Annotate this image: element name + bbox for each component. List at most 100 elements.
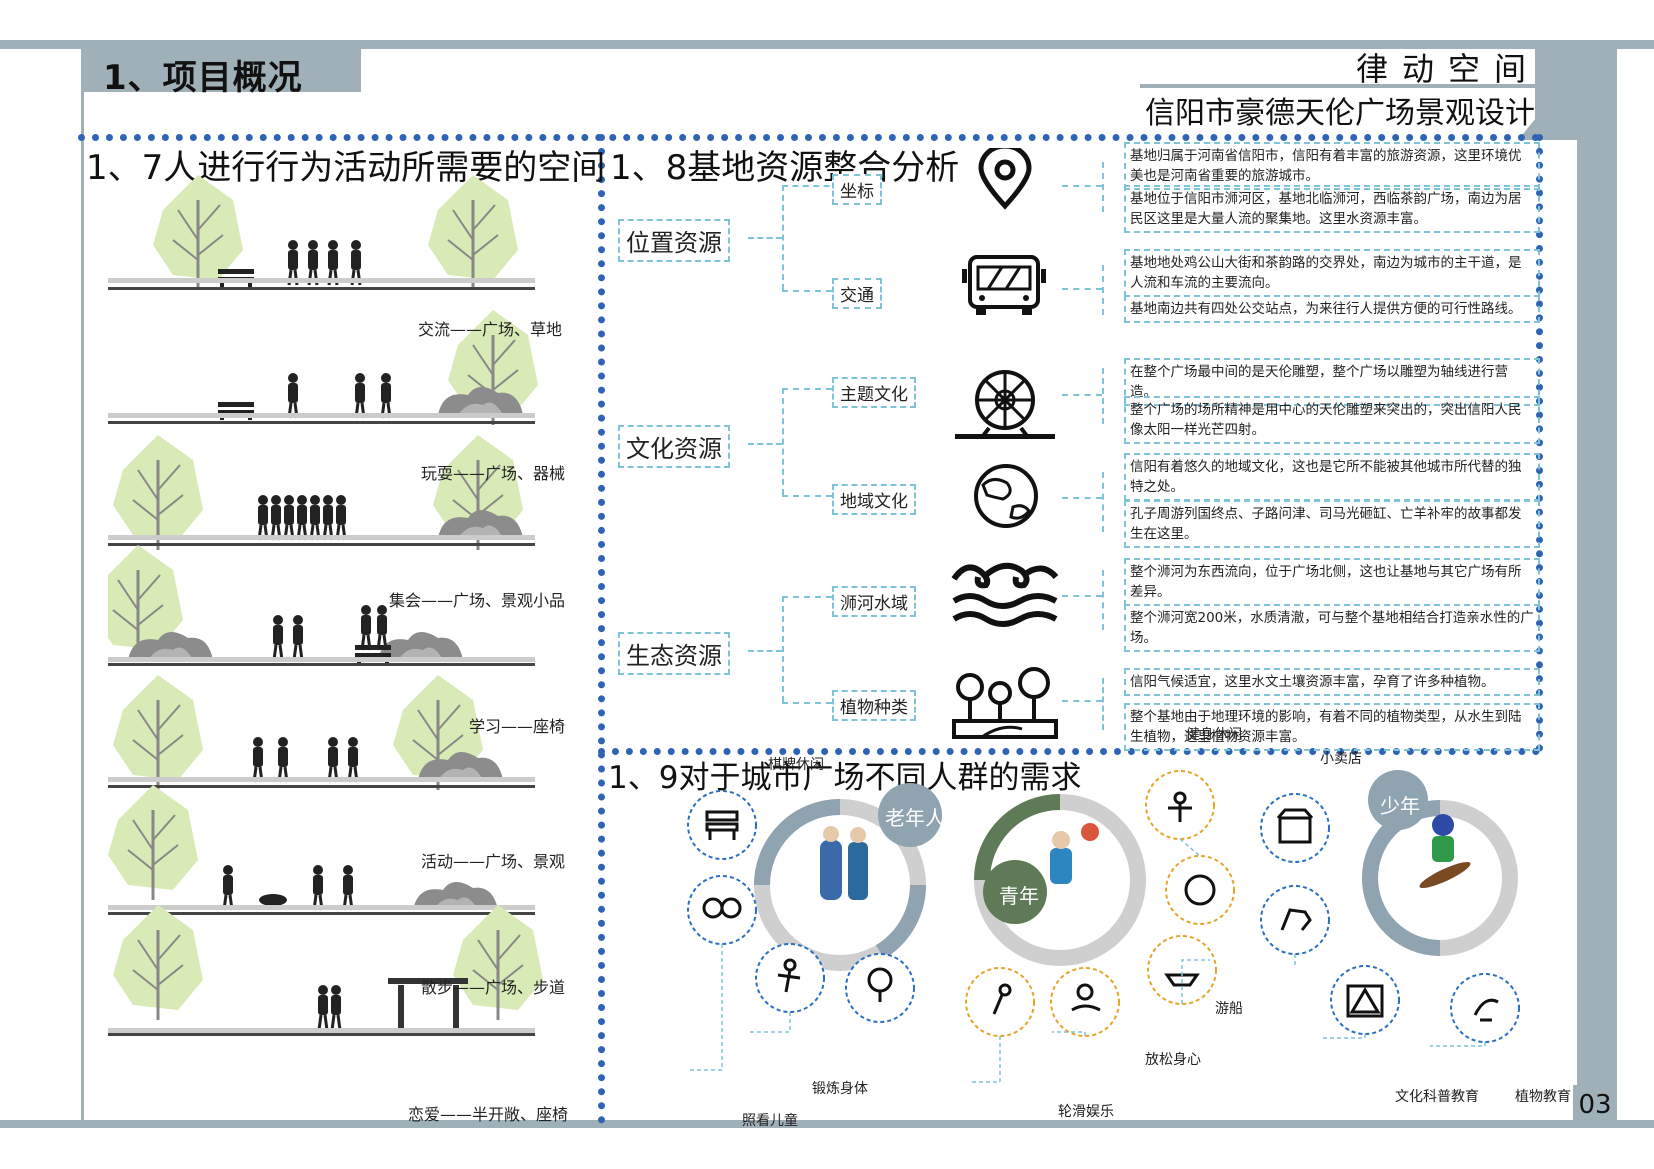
- activity-scenes: [108, 173, 545, 1036]
- category-location: 位置资源: [618, 219, 730, 262]
- text-river-2: 整个浉河宽200米，水质清澈，可与整个基地相结合打造亲水性的广场。: [1124, 604, 1540, 652]
- location-pin-icon: [978, 148, 1032, 210]
- connector: [782, 185, 840, 187]
- connector: [1102, 570, 1104, 630]
- text-river-1: 整个浉河为东西流向，位于广场北侧，这也让基地与其它广场有所差异。: [1124, 558, 1540, 606]
- right-frame-notch: [1535, 48, 1577, 140]
- text-plant-1: 信阳气候适宜，这里水文土壤资源丰富，孕育了许多种植物。: [1124, 668, 1540, 696]
- text-theme-1: 在整个广场最中间的是天伦雕塑，整个广场以雕塑为轴线进行营造。: [1124, 358, 1540, 406]
- bus-icon: [962, 255, 1046, 315]
- badge-teen: 少年: [1380, 794, 1420, 818]
- scene-love: [108, 903, 545, 1036]
- sub-theme-culture: 主题文化: [832, 377, 916, 408]
- caption-communication: 交流——广场、草地: [417, 320, 562, 339]
- left-frame-line: [81, 49, 84, 1121]
- section17-title: 1、7人进行行为活动所需要的空间: [86, 148, 606, 188]
- connector: [782, 290, 832, 292]
- section-title-box: 1、项目概况: [81, 48, 361, 98]
- connector: [1102, 368, 1104, 424]
- text-theme-2: 整个广场的场所精神是用中心的天伦雕塑来突出的，突出信阳人民像太阳一样光芒四射。: [1124, 396, 1540, 444]
- project-subtitle: 信阳市豪德天伦广场景观设计: [1145, 96, 1535, 131]
- dotted-border-middle: [598, 134, 605, 1124]
- scene-play: [108, 308, 540, 427]
- scene-communication: [108, 173, 535, 292]
- connector: [782, 596, 784, 702]
- sub-plant-types: 植物种类: [832, 690, 916, 721]
- connector: [782, 388, 832, 390]
- text-traffic-1: 基地地处鸡公山大街和茶韵路的交界处，南边为城市的主干道，是人流和车流的主要流向。: [1124, 249, 1540, 297]
- text-regional-2: 孔子周游列国终点、子路问津、司马光砸缸、亡羊补牢的故事都发生在这里。: [1124, 500, 1540, 548]
- caption-study: 学习——座椅: [468, 717, 565, 736]
- label-plant-education: 植物教育: [1515, 1089, 1571, 1105]
- connector: [1102, 162, 1104, 212]
- scene-study: [108, 543, 535, 666]
- teen-group: [1362, 770, 1518, 956]
- connector: [782, 702, 832, 704]
- water-waves-icon: [951, 562, 1059, 627]
- connector: [1062, 595, 1102, 597]
- caption-activity: 活动——广场、景观: [420, 852, 565, 871]
- section18-title: 1、8基地资源整合分析: [610, 148, 960, 188]
- text-regional-1: 信阳有着悠久的地域文化，这也是它所不能被其他城市所代替的独特之处。: [1124, 453, 1540, 501]
- crowd-needs-diagram: [687, 770, 1520, 1083]
- dotted-border-lower: [598, 748, 1540, 755]
- sub-coordinate: 坐标: [832, 174, 882, 205]
- text-location-2: 基地位于信阳市浉河区，基地北临浉河，西临茶韵广场，南边为居民区这里是大量人流的聚…: [1124, 185, 1540, 233]
- brand-title: 律动空间: [1355, 50, 1540, 88]
- section19-title: 1、9对于城市广场不同人群的需求: [608, 760, 1082, 796]
- ferris-wheel-icon: [955, 370, 1055, 439]
- caption-love: 恋爱——半开敞、座椅: [407, 1105, 568, 1124]
- label-fitness-leisure: 健身休闲: [1186, 727, 1242, 743]
- scene-activity: [108, 673, 535, 792]
- label-relax: 放松身心: [1145, 1052, 1201, 1068]
- label-boating: 游船: [1215, 1001, 1243, 1017]
- connector: [1062, 394, 1102, 396]
- category-culture: 文化资源: [618, 425, 730, 468]
- page-number: 03: [1573, 1085, 1617, 1125]
- category-ecology: 生态资源: [618, 632, 730, 675]
- text-traffic-2: 基地南边共有四处公交站点，为来往行人提供方便的可行性路线。: [1124, 295, 1540, 323]
- sub-regional-culture: 地域文化: [832, 484, 916, 515]
- sub-traffic: 交通: [832, 278, 882, 309]
- right-frame-panel: [1577, 48, 1617, 1120]
- badge-youth: 青年: [999, 884, 1039, 908]
- youth-group: [974, 794, 1146, 966]
- globe-icon: [974, 464, 1038, 528]
- connector: [1062, 700, 1102, 702]
- brand-divider: [1140, 84, 1535, 88]
- connector: [748, 237, 782, 239]
- connector: [748, 443, 782, 445]
- label-science-education: 文化科普教育: [1395, 1089, 1479, 1105]
- label-child-care: 照看儿童: [742, 1113, 798, 1129]
- plants-icon: [952, 667, 1058, 739]
- connector: [1062, 497, 1102, 499]
- connector: [782, 596, 832, 598]
- sub-river-water: 浉河水域: [832, 586, 916, 617]
- elderly-group: [754, 783, 942, 971]
- connector: [1102, 472, 1104, 532]
- text-plant-2: 整个基地由于地理环境的影响，有着不同的植物类型，从水生到陆生植物，这里植物资源丰…: [1124, 703, 1540, 751]
- scene-gathering: [108, 433, 535, 552]
- label-exercise: 锻炼身体: [812, 1081, 868, 1097]
- top-frame-bar: [0, 40, 1654, 49]
- label-kiosk: 小卖店: [1320, 751, 1362, 767]
- connector: [782, 185, 784, 290]
- connector: [782, 495, 832, 497]
- text-location-1: 基地归属于河南省信阳市，信阳有着丰富的旅游资源，这里环境优美也是河南省重要的旅游…: [1124, 142, 1540, 190]
- bottom-frame-bar: [0, 1120, 1654, 1128]
- caption-play: 玩耍——广场、器械: [420, 464, 565, 483]
- connector: [1102, 678, 1104, 730]
- caption-walk: 散步——广场、步道: [420, 978, 565, 997]
- connector: [1102, 265, 1104, 315]
- dotted-border-top: [78, 134, 1540, 141]
- connector: [1062, 185, 1102, 187]
- connector: [1062, 288, 1102, 290]
- label-skating: 轮滑娱乐: [1058, 1104, 1114, 1120]
- connector: [748, 650, 782, 652]
- label-chess-leisure: 棋牌休闲: [768, 757, 824, 773]
- section-title: 1、项目概况: [103, 58, 303, 98]
- scene-walk: [108, 783, 535, 915]
- caption-gathering: 集会——广场、景观小品: [388, 591, 565, 610]
- connector: [782, 388, 784, 495]
- badge-elderly: 老年人: [885, 806, 945, 830]
